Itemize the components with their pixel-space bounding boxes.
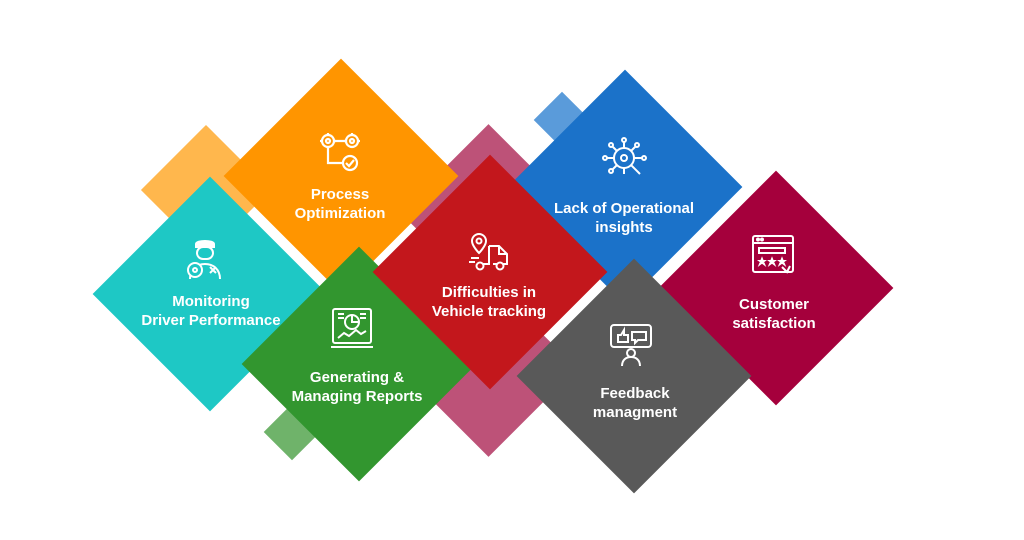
customer-line2: satisfaction [732, 315, 816, 332]
feedback-management-label: Feedback managment [550, 384, 720, 422]
feedback-line2: managment [592, 404, 678, 421]
customer-line1: Customer [738, 296, 809, 313]
truck-location-icon [469, 232, 508, 271]
vehicle-line1: Difficulties in [441, 284, 537, 301]
insight-search-icon [602, 137, 647, 175]
feedback-line1: Feedback [600, 385, 670, 402]
lack-line2: insights [595, 219, 653, 236]
process-optimization-label: Process Optimization [255, 185, 425, 223]
lack-line1: Lack of Operational [553, 200, 695, 217]
vehicle-tracking-label: Difficulties in Vehicle tracking [404, 283, 574, 321]
generating-line1: Generating & [309, 369, 405, 386]
customer-satisfaction-label: Customer satisfaction [689, 295, 859, 333]
lack-insights-label: Lack of Operational insights [539, 199, 709, 237]
monitoring-driver-label: Monitoring Driver Performance [126, 292, 296, 330]
generating-line2: Managing Reports [291, 388, 423, 405]
monitoring-line2: Driver Performance [141, 312, 281, 329]
vehicle-line2: Vehicle tracking [431, 303, 547, 320]
rating-card-icon [752, 235, 794, 274]
process-line1: Process [310, 186, 370, 203]
gears-icon [320, 133, 360, 172]
report-icon [331, 308, 373, 348]
driver-icon [187, 240, 221, 280]
feedback-icon [610, 324, 652, 367]
generating-reports-label: Generating & Managing Reports [272, 368, 442, 406]
process-line2: Optimization [294, 205, 386, 222]
monitoring-line1: Monitoring [172, 293, 250, 310]
